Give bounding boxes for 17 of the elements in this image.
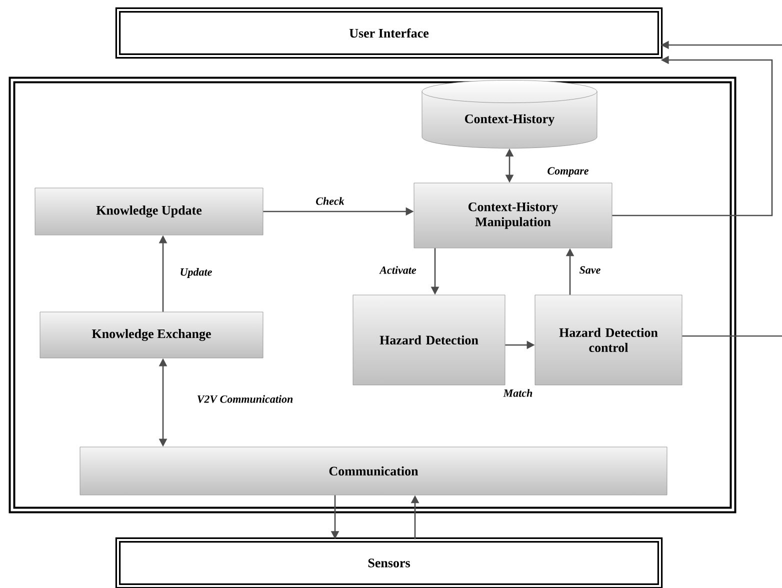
process-box: Knowledge Update [34, 188, 264, 236]
database-cylinder: Context-History [422, 80, 598, 148]
edge-label: Check [316, 197, 344, 205]
edge-label: Compare [548, 167, 589, 177]
edge-label: Activate [379, 266, 416, 274]
process-box: Knowledge Exchange [40, 312, 264, 358]
edge-label: Update [180, 268, 212, 278]
edge-label: V2V Communication [198, 395, 293, 403]
process-box: Hazard Detection [352, 294, 506, 386]
process-box: Hazard Detection control [534, 294, 682, 386]
framed-box: User Interface [115, 7, 663, 59]
process-box: Communication [80, 446, 668, 496]
framed-box: Sensors [115, 537, 663, 588]
edge-label: Match [503, 389, 532, 397]
system-frame [8, 76, 736, 514]
process-box: Context-History Manipulation [414, 182, 612, 248]
edge-label: Save [580, 266, 600, 274]
